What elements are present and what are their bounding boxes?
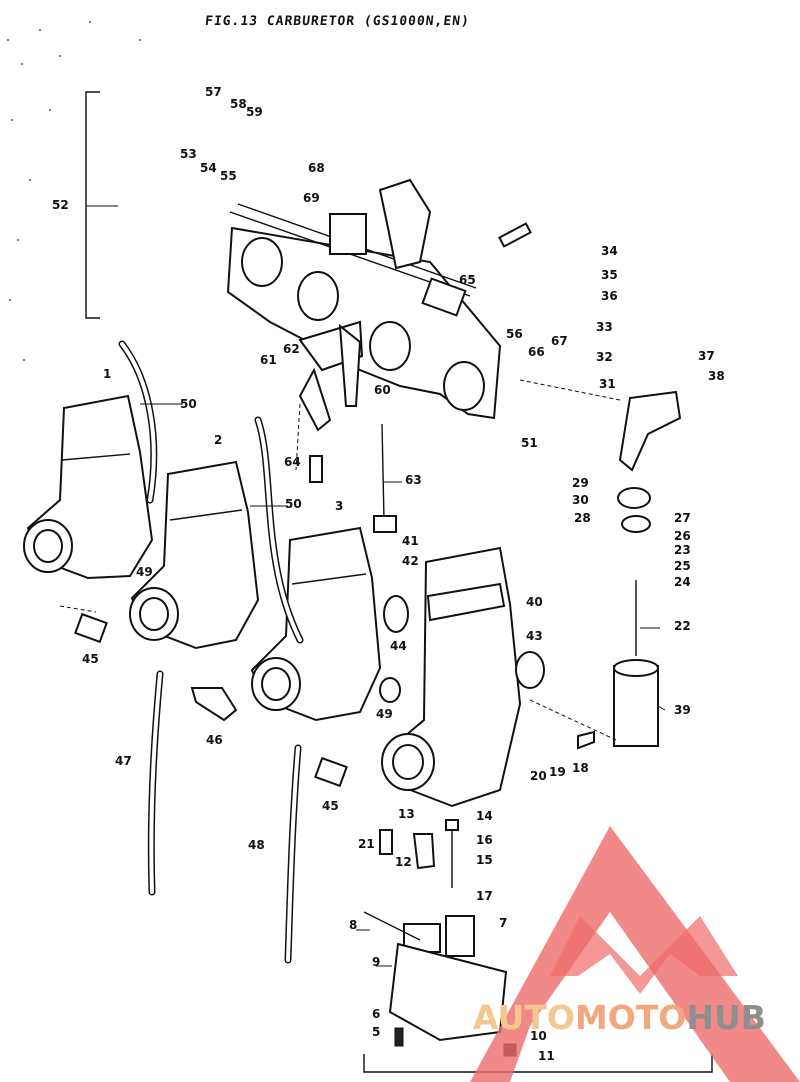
carburetor-body-1 <box>23 394 154 580</box>
part-callout-50: 50 <box>180 397 197 411</box>
part-callout-43: 43 <box>526 629 543 643</box>
part-callout-11: 11 <box>538 1049 555 1063</box>
part-callout-65: 65 <box>459 273 476 287</box>
part-callout-8: 8 <box>349 918 357 932</box>
part-callout-19: 19 <box>549 765 566 779</box>
part-callout-17: 17 <box>476 889 493 903</box>
part-callout-32: 32 <box>596 350 613 364</box>
part-callout-12: 12 <box>395 855 412 869</box>
part-callout-1: 1 <box>103 367 111 381</box>
part-callout-14: 14 <box>476 809 493 823</box>
part-callout-37: 37 <box>698 349 715 363</box>
part-callout-53: 53 <box>180 147 197 161</box>
part-callout-39: 39 <box>674 703 691 717</box>
part-callout-47: 47 <box>115 754 132 768</box>
part-callout-6: 6 <box>372 1007 380 1021</box>
part-callout-46: 46 <box>206 733 223 747</box>
part-callout-3: 3 <box>335 499 343 513</box>
part-callout-30: 30 <box>572 493 589 507</box>
part-callout-45: 45 <box>322 799 339 813</box>
part-callout-35: 35 <box>601 268 618 282</box>
part-callout-54: 54 <box>200 161 217 175</box>
part-callout-59: 59 <box>246 105 263 119</box>
part-callout-64: 64 <box>284 455 301 469</box>
part-callout-23: 23 <box>674 543 691 557</box>
part-callout-28: 28 <box>574 511 591 525</box>
part-callout-13: 13 <box>398 807 415 821</box>
part-callout-60: 60 <box>374 383 391 397</box>
part-callout-33: 33 <box>596 320 613 334</box>
part-callout-52: 52 <box>52 198 69 212</box>
part-callout-31: 31 <box>599 377 616 391</box>
part-callout-49: 49 <box>376 707 393 721</box>
vent-hoses <box>118 340 304 964</box>
part-callout-69: 69 <box>303 191 320 205</box>
part-callout-15: 15 <box>476 853 493 867</box>
part-callout-24: 24 <box>674 575 691 589</box>
part-callout-44: 44 <box>390 639 407 653</box>
part-callout-40: 40 <box>526 595 543 609</box>
part-callout-16: 16 <box>476 833 493 847</box>
part-callout-62: 62 <box>283 342 300 356</box>
part-callout-41: 41 <box>402 534 419 548</box>
part-callout-2: 2 <box>214 433 222 447</box>
carburetor-body-2 <box>129 460 260 650</box>
part-callout-22: 22 <box>674 619 691 633</box>
linkage-plate-assembly <box>226 178 502 432</box>
watermark-hub: HUB <box>686 998 766 1037</box>
part-callout-55: 55 <box>220 169 237 183</box>
part-callout-48: 48 <box>248 838 265 852</box>
part-callout-58: 58 <box>230 97 247 111</box>
assembly-bracket-52 <box>85 91 100 319</box>
part-callout-29: 29 <box>572 476 589 490</box>
part-callout-50: 50 <box>285 497 302 511</box>
part-callout-26: 26 <box>674 529 691 543</box>
part-callout-36: 36 <box>601 289 618 303</box>
part-callout-18: 18 <box>572 761 589 775</box>
part-callout-67: 67 <box>551 334 568 348</box>
part-callout-42: 42 <box>402 554 419 568</box>
part-callout-20: 20 <box>530 769 547 783</box>
part-callout-66: 66 <box>528 345 545 359</box>
part-callout-7: 7 <box>499 916 507 930</box>
carburetor-body-3 <box>250 526 382 722</box>
part-callout-10: 10 <box>530 1029 547 1043</box>
part-callout-9: 9 <box>372 955 380 969</box>
part-callout-45: 45 <box>82 652 99 666</box>
part-callout-57: 57 <box>205 85 222 99</box>
part-callout-61: 61 <box>260 353 277 367</box>
part-callout-5: 5 <box>372 1025 380 1039</box>
part-callout-38: 38 <box>708 369 725 383</box>
part-callout-51: 51 <box>521 436 538 450</box>
logo-m-mark-icon <box>550 916 738 994</box>
part-callout-63: 63 <box>405 473 422 487</box>
part-callout-25: 25 <box>674 559 691 573</box>
leader-lines <box>59 205 713 1073</box>
automotohub-logo-icon <box>470 826 800 1082</box>
scan-noise <box>7 21 141 361</box>
watermark-text: AUTOMOTOHUB <box>473 998 766 1037</box>
part-callout-56: 56 <box>506 327 523 341</box>
part-callout-49: 49 <box>136 565 153 579</box>
part-callout-34: 34 <box>601 244 618 258</box>
carburetor-body-4 <box>381 546 545 808</box>
watermark-moto: MOTO <box>574 998 687 1037</box>
part-callout-68: 68 <box>308 161 325 175</box>
part-callout-27: 27 <box>674 511 691 525</box>
part-callout-21: 21 <box>358 837 375 851</box>
watermark-auto: AUTO <box>473 998 575 1037</box>
logo-triangle-icon <box>470 826 800 1082</box>
